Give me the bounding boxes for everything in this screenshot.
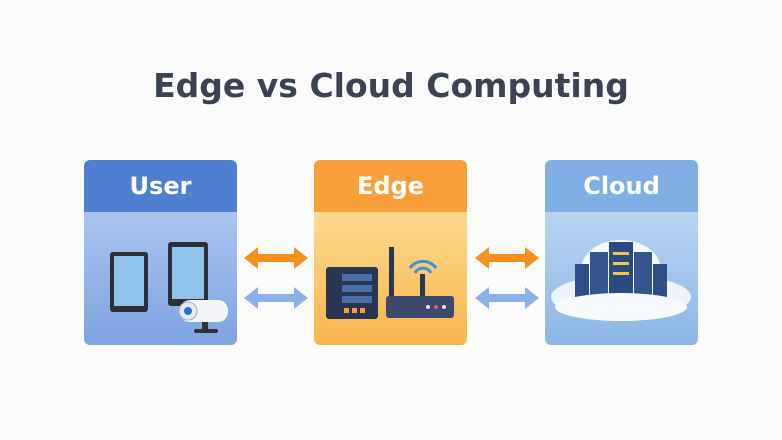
diagram-title: Edge vs Cloud Computing [153,66,629,105]
edge-panel: Edge [314,160,467,345]
edge-cloud-arrows [475,247,539,309]
blue-bidirectional-arrow [244,287,308,309]
edge-label: Edge [314,160,467,212]
user-edge-arrows [244,247,308,309]
orange-bidirectional-arrow [244,247,308,269]
user-panel: User [84,160,237,345]
cloud-servers-icon [551,240,691,321]
user-label: User [84,160,237,212]
devices-icon [110,242,228,333]
blue-bidirectional-arrow [475,287,539,309]
cloud-panel: Cloud [545,160,698,345]
orange-bidirectional-arrow [475,247,539,269]
edge-server-router-icon [326,247,454,319]
cloud-label: Cloud [545,160,698,212]
